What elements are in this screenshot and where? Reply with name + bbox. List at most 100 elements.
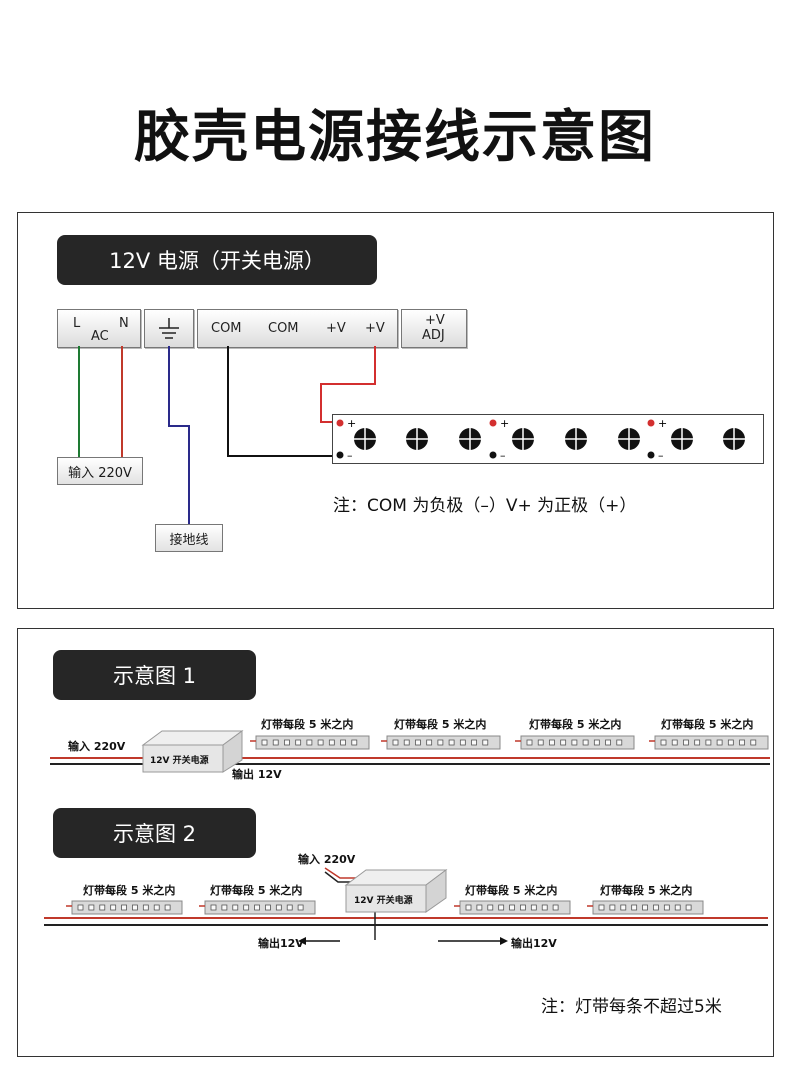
led-chip bbox=[142, 904, 149, 911]
led-chip bbox=[77, 904, 84, 911]
led-chip bbox=[509, 904, 515, 911]
negative-sign: – bbox=[500, 449, 506, 462]
led-chip bbox=[272, 739, 279, 746]
adj-terminal: +V ADJ bbox=[401, 309, 467, 348]
led-chip bbox=[261, 739, 268, 746]
negative-dot bbox=[489, 451, 497, 459]
led-chip bbox=[153, 904, 160, 911]
led-chip bbox=[471, 739, 477, 746]
d1-segment-label-1: 灯带每段 5 米之内 bbox=[261, 718, 354, 731]
v-wire bbox=[320, 346, 376, 423]
strip-length-note: 注：灯带每条不超过5米 bbox=[541, 997, 722, 1017]
led-chip bbox=[571, 739, 578, 746]
led-chip bbox=[465, 904, 472, 911]
adj-v-label: +V bbox=[425, 313, 445, 328]
led-strip: +–+–+– bbox=[332, 414, 764, 464]
positive-dot bbox=[647, 419, 655, 427]
led-chip bbox=[254, 904, 260, 911]
led-strip-segment bbox=[592, 900, 704, 915]
diagram-1-header: 示意图 1 bbox=[53, 650, 256, 700]
diagram-1-psu-label: 12V 开关电源 bbox=[150, 756, 209, 766]
led-strip-segment bbox=[520, 735, 635, 750]
ground-wire-label: 接地线 bbox=[155, 524, 223, 552]
terminal-ac-label: AC bbox=[91, 329, 109, 344]
led-chip bbox=[605, 739, 611, 746]
led-chip bbox=[537, 739, 544, 746]
led-chip bbox=[306, 739, 313, 746]
positive-sign: + bbox=[658, 417, 667, 430]
polarity-note: 注：COM 为负极（–）V+ 为正极（+） bbox=[333, 496, 637, 516]
led-chip bbox=[671, 739, 678, 746]
diagram-2-input-label: 输入 220V bbox=[298, 853, 356, 866]
led-chip bbox=[132, 904, 138, 911]
led-chip bbox=[476, 904, 483, 911]
led-chip bbox=[317, 739, 324, 746]
negative-dot bbox=[647, 451, 655, 459]
ground-terminal bbox=[144, 309, 194, 348]
negative-sign: – bbox=[658, 449, 664, 462]
terminal-com-1: COM bbox=[211, 321, 242, 336]
positive-dot bbox=[489, 419, 497, 427]
terminal-v-2: +V bbox=[365, 321, 385, 336]
d1-segment-label-2: 灯带每段 5 米之内 bbox=[394, 718, 487, 731]
led-chip bbox=[593, 739, 600, 746]
diagram-2-output-left: 输出12V bbox=[258, 937, 304, 950]
diagram-2-output-right: 输出12V bbox=[511, 937, 557, 950]
led-chip bbox=[459, 739, 466, 746]
led-chip bbox=[88, 904, 95, 911]
negative-dot bbox=[336, 451, 344, 459]
ground-icon bbox=[159, 318, 179, 339]
led-strip-segment bbox=[386, 735, 501, 750]
led-chip bbox=[694, 739, 701, 746]
positive-dot bbox=[336, 419, 344, 427]
input-220v-label: 输入 220V bbox=[57, 457, 143, 485]
led-strip-segment bbox=[654, 735, 769, 750]
led-chip bbox=[663, 904, 670, 911]
led-strip-segment bbox=[71, 900, 183, 915]
led-chip bbox=[560, 739, 567, 746]
diagram-2-header: 示意图 2 bbox=[53, 808, 256, 858]
led-chip bbox=[739, 739, 745, 746]
led-chip bbox=[631, 904, 638, 911]
ground-wire bbox=[168, 346, 190, 524]
led-chip bbox=[498, 904, 505, 911]
power-supply-header: 12V 电源（开关电源） bbox=[57, 235, 377, 285]
led-chip bbox=[415, 739, 421, 746]
ac-input-terminal: L N AC bbox=[57, 309, 141, 348]
led-chip bbox=[243, 904, 250, 911]
led-chip bbox=[653, 904, 659, 911]
led-chip bbox=[683, 739, 689, 746]
led-chip bbox=[221, 904, 228, 911]
diagram-1-output-label: 输出 12V bbox=[232, 768, 282, 781]
led-chip bbox=[265, 904, 271, 911]
d2-segment-label-1: 灯带每段 5 米之内 bbox=[83, 884, 176, 897]
led-chip bbox=[210, 904, 217, 911]
terminal-v-1: +V bbox=[326, 321, 346, 336]
led-chip bbox=[598, 904, 605, 911]
led-chip bbox=[616, 739, 623, 746]
led-chip bbox=[164, 904, 171, 911]
d2-segment-label-3: 灯带每段 5 米之内 bbox=[465, 884, 558, 897]
adj-label: ADJ bbox=[422, 328, 445, 343]
negative-sign: – bbox=[347, 449, 353, 462]
diagram-2-psu bbox=[344, 869, 448, 913]
terminal-l-label: L bbox=[73, 316, 81, 331]
led-chip bbox=[674, 904, 681, 911]
terminal-com-2: COM bbox=[268, 321, 299, 336]
led-chip bbox=[448, 739, 455, 746]
led-chip bbox=[284, 739, 290, 746]
positive-sign: + bbox=[500, 417, 509, 430]
led-chip bbox=[660, 739, 667, 746]
led-chip bbox=[426, 739, 433, 746]
com-wire bbox=[227, 346, 332, 457]
d1-segment-label-3: 灯带每段 5 米之内 bbox=[529, 718, 622, 731]
led-chip bbox=[232, 904, 239, 911]
diagram-2-psu-label: 12V 开关电源 bbox=[354, 896, 413, 906]
led-chip bbox=[286, 904, 293, 911]
led-chip bbox=[297, 904, 304, 911]
led-chip bbox=[392, 739, 399, 746]
led-chip bbox=[582, 739, 589, 746]
led-chip bbox=[437, 739, 444, 746]
